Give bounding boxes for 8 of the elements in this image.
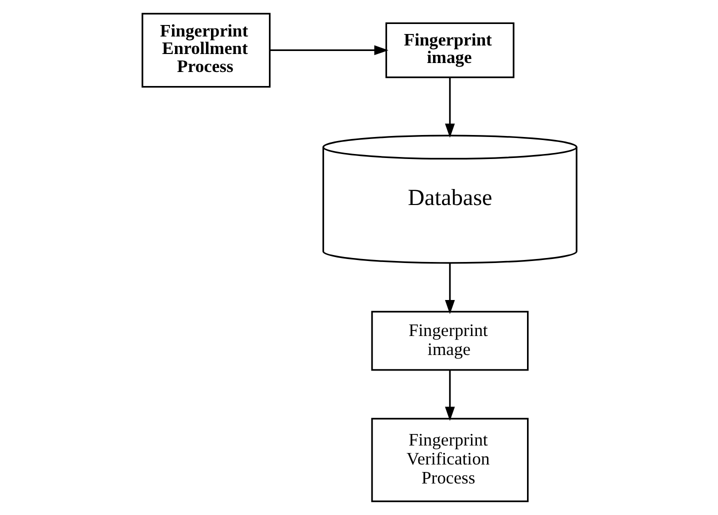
arrow — [444, 370, 454, 421]
arrow — [444, 77, 454, 138]
node-box: Fingerprint image — [370, 310, 528, 371]
node-box: Fingerprint Enrollment Process — [141, 12, 270, 88]
node-box: Fingerprint image — [384, 22, 514, 78]
arrow — [444, 263, 454, 314]
node-box: Fingerprint Verification Process — [370, 418, 528, 502]
arrow — [269, 45, 388, 56]
